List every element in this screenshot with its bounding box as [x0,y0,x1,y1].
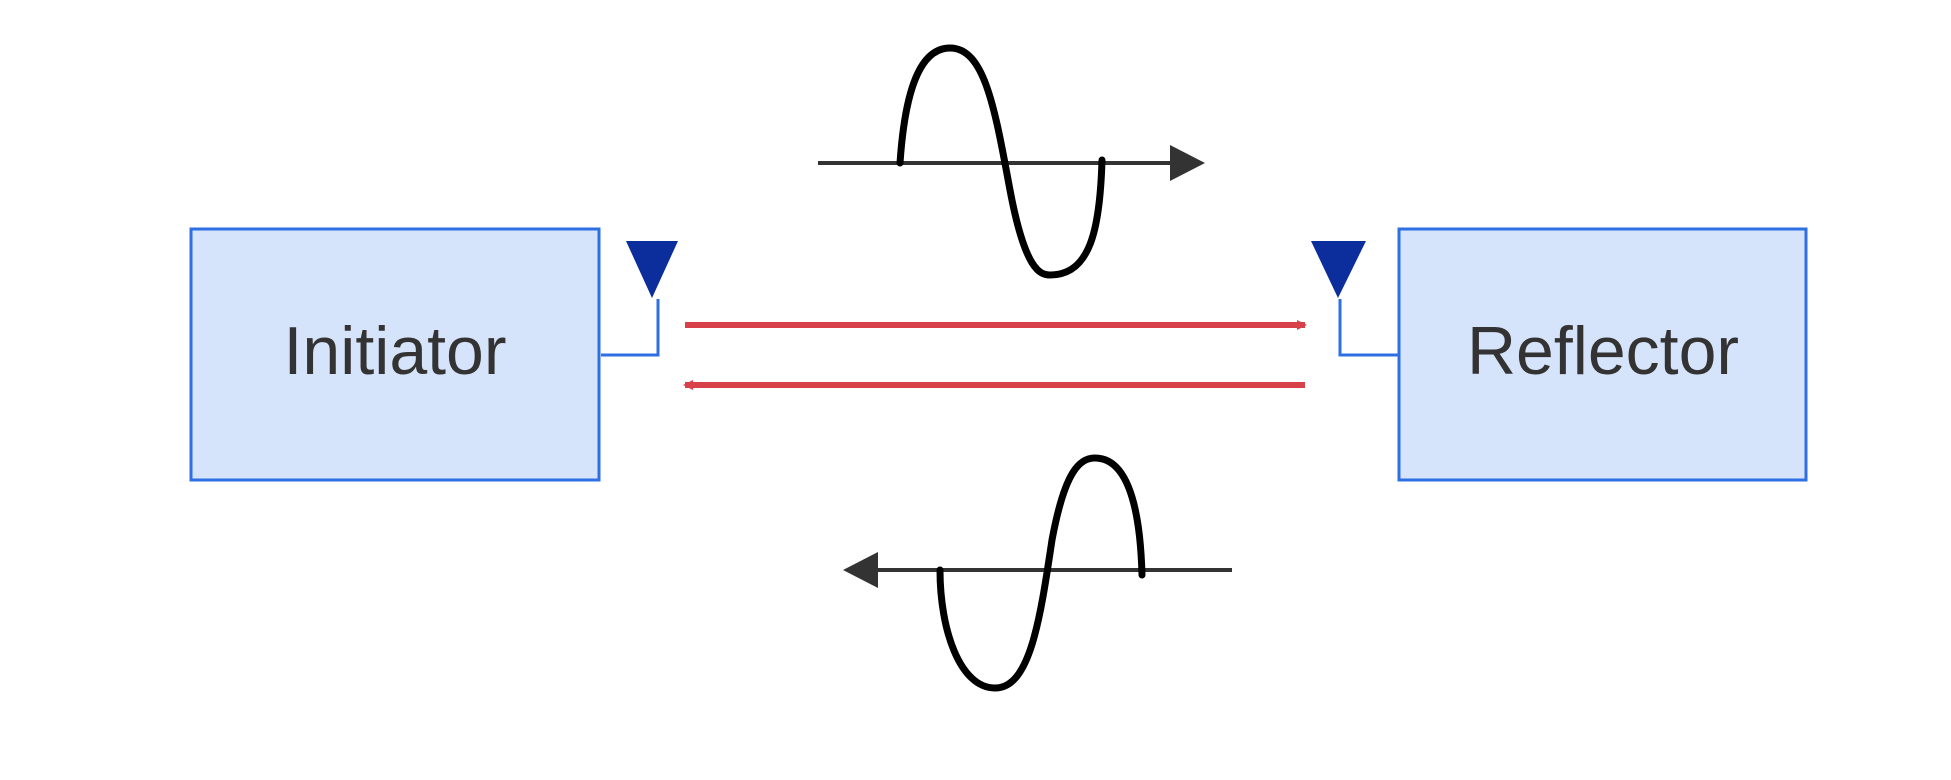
reflector-antenna-icon [1311,241,1398,357]
reflector-label: Reflector [1467,313,1739,389]
forward-wave-icon [818,44,1205,279]
initiator-antenna-icon [601,241,678,357]
initiator-label: Initiator [284,313,507,389]
reverse-wave-icon [843,454,1232,692]
initiator-node: Initiator [189,227,601,482]
reflector-node: Reflector [1397,227,1808,482]
